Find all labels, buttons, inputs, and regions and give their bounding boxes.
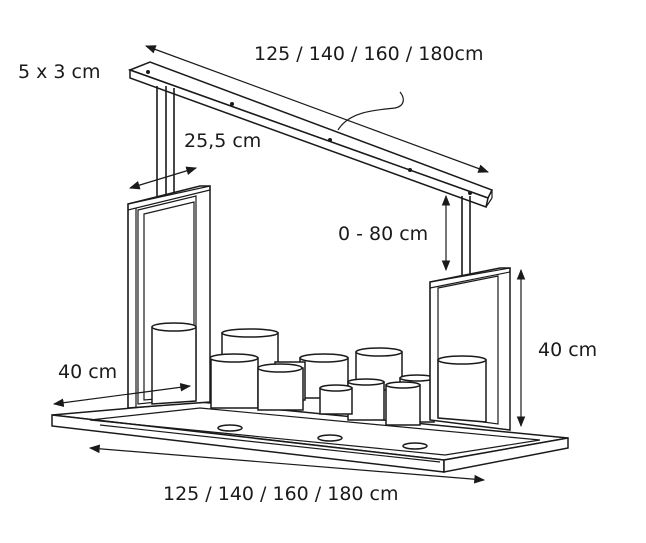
left-glass-frame [127,185,211,409]
bar-section-label: 5 x 3 cm [18,61,101,83]
base-length-label: 125 / 140 / 160 / 180 cm [163,483,399,505]
dimension-lines [52,45,526,484]
top-length-arrow [144,45,490,173]
base-depth-arrow [52,382,192,408]
frame-height-label: 40 cm [538,339,597,361]
right-glass-frame [429,267,511,431]
base-length-arrow [88,444,486,484]
base-depth-label: 40 cm [58,361,117,383]
frame-depth-label: 25,5 cm [184,130,261,152]
candles [209,328,483,426]
power-cable [337,91,404,131]
top-length-label: 125 / 140 / 160 / 180cm [254,43,483,65]
frame-depth-arrow [128,166,198,190]
height-adjust-label: 0 - 80 cm [338,223,428,245]
right-suspension-rods [461,196,471,280]
